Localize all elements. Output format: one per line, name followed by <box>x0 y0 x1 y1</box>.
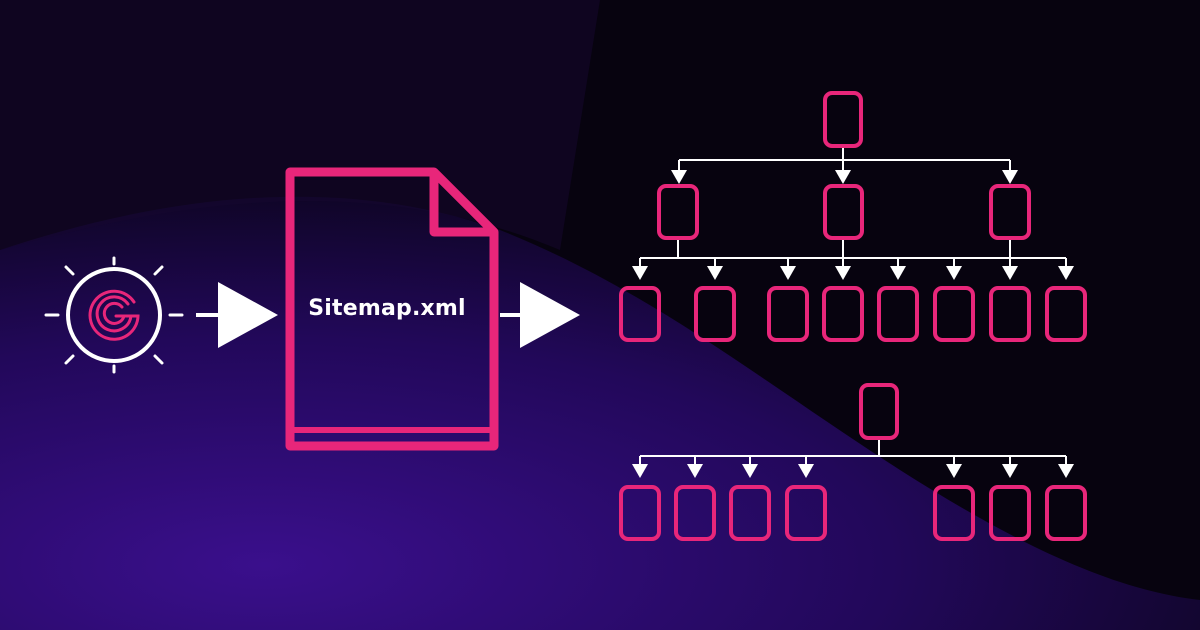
arrow-right-icon <box>196 282 278 348</box>
arrow-right-icon <box>500 282 580 348</box>
tree-node <box>933 286 975 342</box>
arrow-down-icon <box>1002 266 1018 280</box>
arrow-down-icon <box>946 266 962 280</box>
arrow-down-icon <box>1058 266 1074 280</box>
arrow-down-icon <box>946 464 962 478</box>
tree-node <box>619 485 661 541</box>
sitemap-label: Sitemap.xml <box>308 296 466 321</box>
arrow-down-icon <box>742 464 758 478</box>
sitemap-document-icon <box>285 167 499 451</box>
arrow-down-icon <box>671 170 687 184</box>
arrow-down-icon <box>798 464 814 478</box>
tree-node <box>877 286 919 342</box>
tree-node <box>619 286 661 342</box>
arrow-down-icon <box>687 464 703 478</box>
tree-node <box>989 184 1031 240</box>
tree-node <box>657 184 699 240</box>
arrow-down-icon <box>780 266 796 280</box>
tree-node <box>989 286 1031 342</box>
tree-node-root <box>859 383 899 440</box>
arrow-down-icon <box>1002 464 1018 478</box>
tree-node <box>989 485 1031 541</box>
site-tree-bottom <box>619 383 1087 541</box>
arrow-down-icon <box>707 266 723 280</box>
arrow-down-icon <box>890 266 906 280</box>
tree-node <box>785 485 827 541</box>
tree-node-root <box>823 91 863 148</box>
tree-node <box>933 485 975 541</box>
tree-node <box>1045 485 1087 541</box>
arrow-down-icon <box>835 170 851 184</box>
tree-node <box>823 184 864 240</box>
crawler-g-icon <box>44 256 184 374</box>
tree-node <box>694 286 736 342</box>
arrow-down-icon <box>632 266 648 280</box>
arrow-down-icon <box>835 266 851 280</box>
tree-node <box>767 286 809 342</box>
tree-node <box>1045 286 1087 342</box>
arrow-down-icon <box>1002 170 1018 184</box>
site-tree-top <box>619 91 1087 342</box>
tree-node <box>822 286 864 342</box>
tree-node <box>674 485 716 541</box>
tree-node <box>729 485 771 541</box>
arrow-down-icon <box>632 464 648 478</box>
arrow-down-icon <box>1058 464 1074 478</box>
background-glow <box>0 196 1200 630</box>
